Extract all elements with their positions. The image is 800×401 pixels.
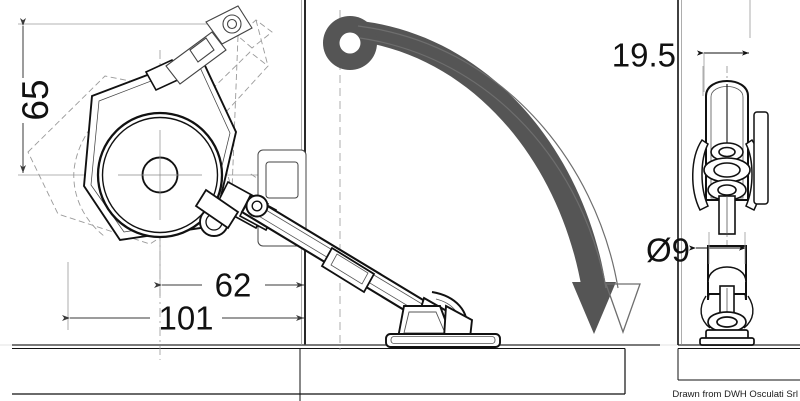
dimension-101: 101 [62,300,304,337]
motion-arrow-filled [323,16,616,334]
dimension-diameter-9: Ø9 [646,232,746,269]
dimension-diameter-9-label: Ø9 [646,232,690,269]
dimension-101-label: 101 [158,300,213,337]
front-view-assembly [677,0,769,346]
deck-base-bracket [385,304,501,348]
dimension-65: 65 [15,18,56,173]
dimension-19-5: 19.5 [612,37,749,92]
motion-arrow-outline [357,25,641,334]
dimension-62-label: 62 [215,267,252,304]
dimension-62: 62 [154,267,304,304]
winch-assembly-side [83,5,307,247]
drawing-credit: Drawn from DWH Osculati Srl [672,389,798,400]
dimension-19-5-label: 19.5 [612,37,676,74]
dimension-65-label: 65 [15,79,56,120]
